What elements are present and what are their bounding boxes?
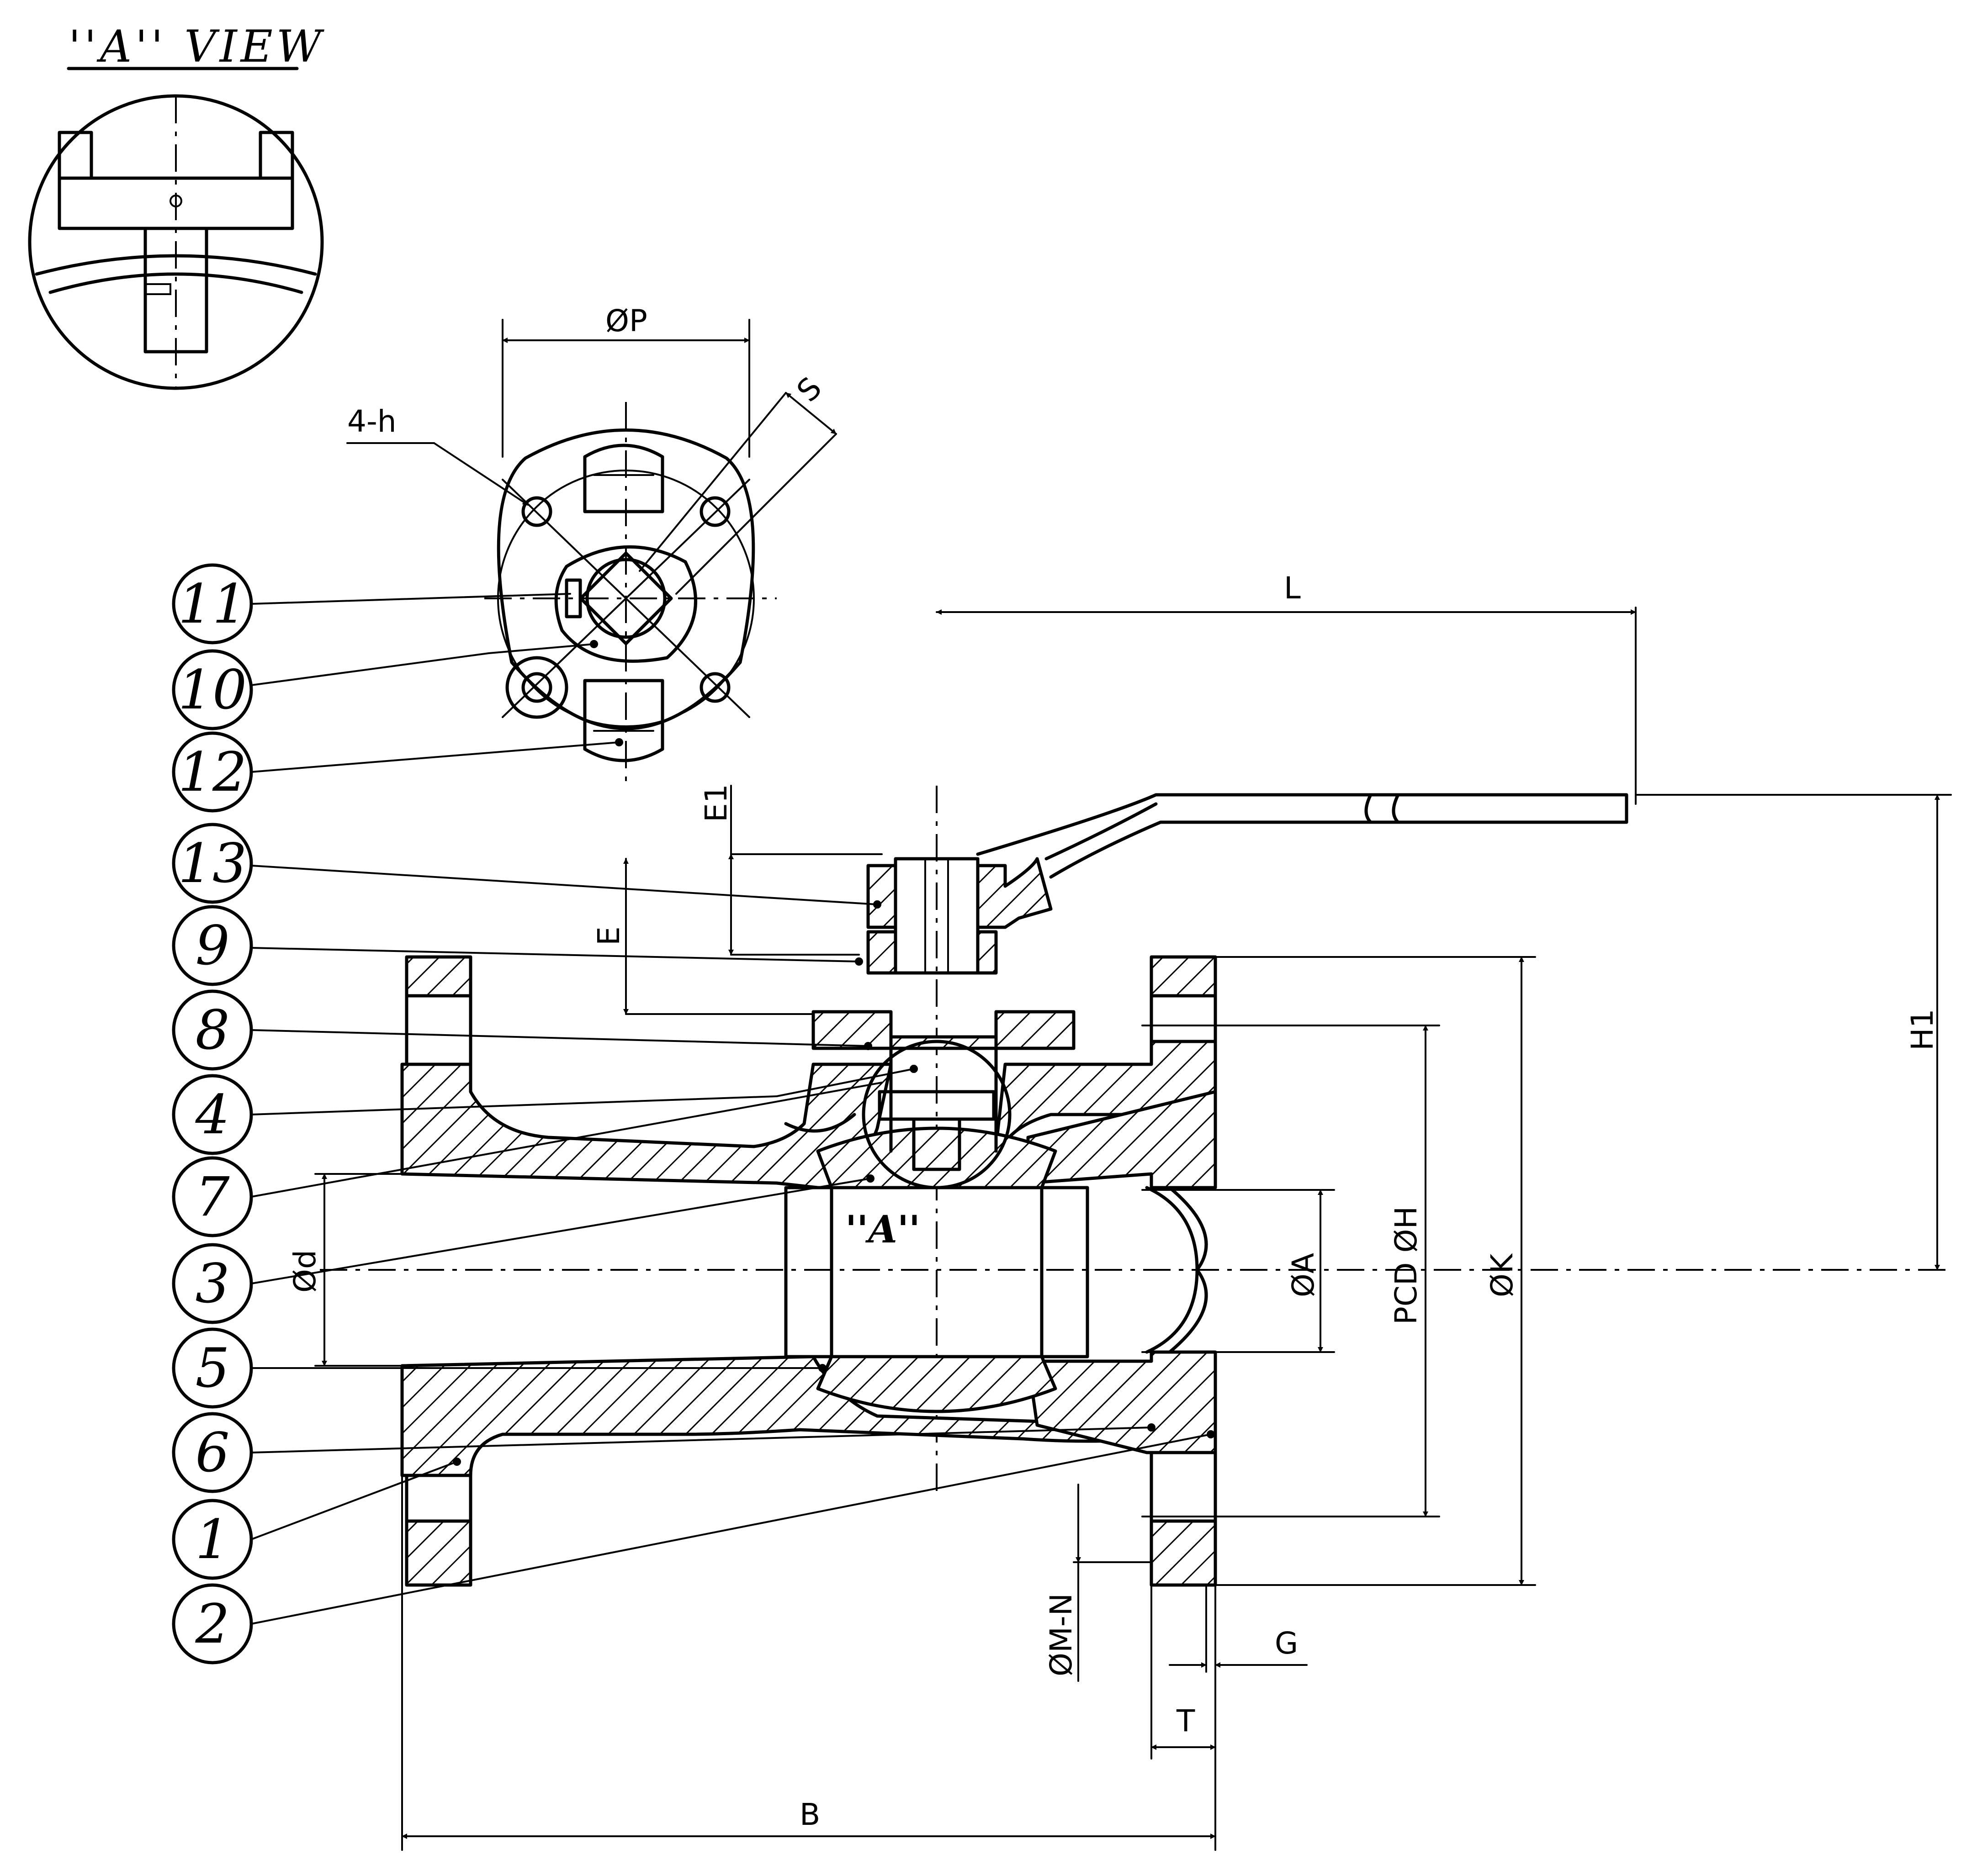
dim-K: ØK (1484, 1253, 1520, 1297)
balloons: 11 10 12 13 9 8 (172, 563, 1215, 1665)
svg-text:9: 9 (195, 914, 229, 977)
svg-text:2: 2 (195, 1592, 229, 1655)
balloon-13: 13 (172, 823, 881, 909)
balloon-8: 8 (172, 989, 872, 1071)
svg-text:7: 7 (195, 1165, 229, 1228)
balloon-7: 7 (172, 1082, 883, 1237)
svg-text:13: 13 (178, 832, 247, 895)
balloon-12: 12 (172, 731, 620, 813)
dim-H: PCD ØH (1389, 1206, 1424, 1325)
balloon-9: 9 (172, 905, 863, 986)
main-section (320, 786, 1951, 1587)
dim-E1: E1 (699, 784, 734, 822)
svg-text:12: 12 (178, 740, 247, 803)
svg-text:8: 8 (195, 999, 229, 1062)
balloon-11: 11 (172, 563, 571, 645)
balloon-5: 5 (172, 1327, 827, 1409)
dim-MN: ØM-N (1044, 1593, 1079, 1676)
svg-text:10: 10 (178, 658, 247, 721)
svg-text:1: 1 (195, 1508, 229, 1571)
dim-B: B (800, 1797, 820, 1832)
a-view-detail: ''A'' VIEW (28, 21, 325, 390)
dim-A: ØA (1286, 1253, 1321, 1297)
dim-h: 4-h (347, 404, 397, 439)
dim-E: E (591, 926, 626, 946)
balloon-3: 3 (172, 1174, 875, 1324)
svg-text:11: 11 (178, 572, 247, 635)
balloon-2: 2 (172, 1430, 1215, 1665)
dim-T: T (1176, 1703, 1195, 1739)
balloon-4: 4 (172, 1065, 918, 1155)
balloon-10: 10 (172, 643, 595, 730)
dim-d: Ød (287, 1250, 323, 1293)
dim-G: G (1275, 1626, 1298, 1661)
svg-text:4: 4 (195, 1083, 229, 1146)
balloon-6: 6 (172, 1412, 1155, 1493)
dim-P: ØP (605, 303, 647, 338)
svg-text:3: 3 (195, 1252, 229, 1315)
view-title: ''A'' VIEW (69, 21, 325, 72)
svg-text:5: 5 (195, 1337, 229, 1400)
dim-L: L (1284, 571, 1301, 606)
dim-S: S (790, 370, 828, 409)
section-marker: ''A'' (845, 1208, 920, 1252)
dim-H1: H1 (1905, 1009, 1940, 1051)
balloon-1: 1 (172, 1458, 461, 1580)
top-flange-view: ØP S 4-h (346, 303, 837, 781)
dimensions: L E1 E H1 Ød ØA PCD ØH ØK ØM-N (287, 571, 1952, 1851)
svg-text:6: 6 (195, 1421, 229, 1484)
